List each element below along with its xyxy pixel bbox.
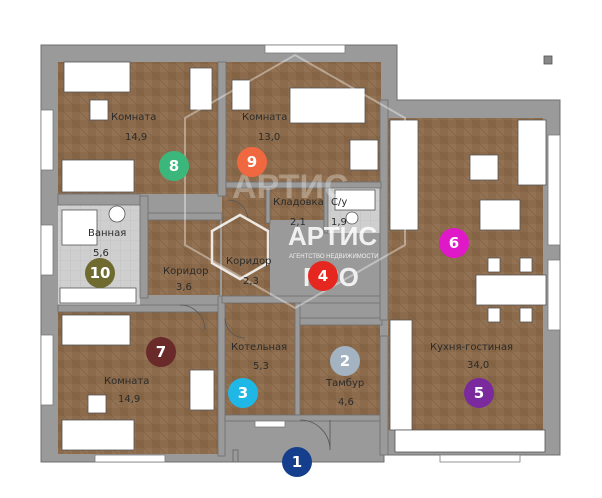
room-area-boiler: 5,3	[253, 361, 269, 372]
marker-3: 3	[228, 378, 258, 408]
marker-1: 1	[282, 447, 312, 477]
room-area-corridor-left: 3,6	[176, 282, 192, 293]
marker-10-label: 10	[90, 264, 111, 282]
room-area-vestibule: 4,6	[338, 397, 354, 408]
marker-4: 4	[308, 261, 338, 291]
room-area-bedroom-top-mid: 13,0	[258, 132, 280, 143]
room-name-bedroom-bottom-left: Комната	[104, 376, 149, 387]
watermark-brand-main: АРТИС	[288, 221, 377, 251]
marker-7: 7	[146, 337, 176, 367]
markers: 1 2 3 4 5 6 7 8	[85, 147, 494, 477]
marker-9-label: 9	[247, 153, 257, 171]
room-area-kitchen-living: 34,0	[467, 360, 489, 371]
doors	[179, 199, 331, 451]
marker-8-label: 8	[169, 157, 179, 175]
room-name-wc: С/у	[331, 197, 347, 208]
room-area-pantry: 2,1	[290, 217, 306, 228]
marker-6-circle	[439, 228, 469, 258]
marker-4-circle	[308, 261, 338, 291]
room-name-pantry: Кладовка	[273, 197, 324, 208]
marker-4-label: 4	[318, 267, 328, 285]
room-area-bedroom-bottom-left: 14,9	[118, 394, 140, 405]
marker-6-label: 6	[449, 234, 459, 252]
windows	[40, 44, 561, 463]
room-area-bathroom: 5,6	[93, 248, 109, 259]
room-name-corridor-mid: Коридор	[226, 256, 271, 267]
marker-10: 10	[85, 258, 115, 288]
room-area-corridor-mid: 2,3	[243, 276, 259, 287]
watermark-tagline: АГЕНТСТВО НЕДВИЖИМОСТИ	[289, 254, 379, 260]
room-name-bedroom-top-mid: Комната	[242, 112, 287, 123]
room-name-corridor-left: Коридор	[163, 266, 208, 277]
marker-5-circle	[464, 378, 494, 408]
marker-1-circle	[282, 447, 312, 477]
room-area-bedroom-top-left: 14,9	[125, 132, 147, 143]
marker-5-label: 5	[474, 384, 484, 402]
marker-7-label: 7	[156, 343, 166, 361]
watermark-logo	[184, 53, 406, 310]
marker-3-circle	[228, 378, 258, 408]
marker-6: 6	[439, 228, 469, 258]
marker-5: 5	[464, 378, 494, 408]
room-name-bedroom-top-left: Комната	[111, 112, 156, 123]
room-labels: Комната 14,9 Комната 13,0 Кладовка 2,1 С…	[88, 112, 513, 408]
marker-9-circle	[237, 147, 267, 177]
room-name-boiler: Котельная	[231, 342, 287, 353]
marker-10-circle	[85, 258, 115, 288]
room-name-kitchen-living: Кухня-гостиная	[430, 342, 513, 353]
room-name-bathroom: Ванная	[88, 228, 126, 239]
furniture	[59, 55, 553, 453]
room-name-vestibule: Тамбур	[325, 378, 364, 389]
marker-8: 8	[159, 151, 189, 181]
marker-9: 9	[237, 147, 267, 177]
marker-3-label: 3	[238, 384, 248, 402]
interior-walls	[57, 61, 389, 457]
marker-2-label: 2	[340, 352, 350, 370]
room-area-wc: 1,9	[331, 217, 347, 228]
marker-7-circle	[146, 337, 176, 367]
marker-1-label: 1	[292, 453, 302, 471]
marker-8-circle	[159, 151, 189, 181]
marker-2: 2	[330, 346, 360, 376]
marker-2-circle	[330, 346, 360, 376]
